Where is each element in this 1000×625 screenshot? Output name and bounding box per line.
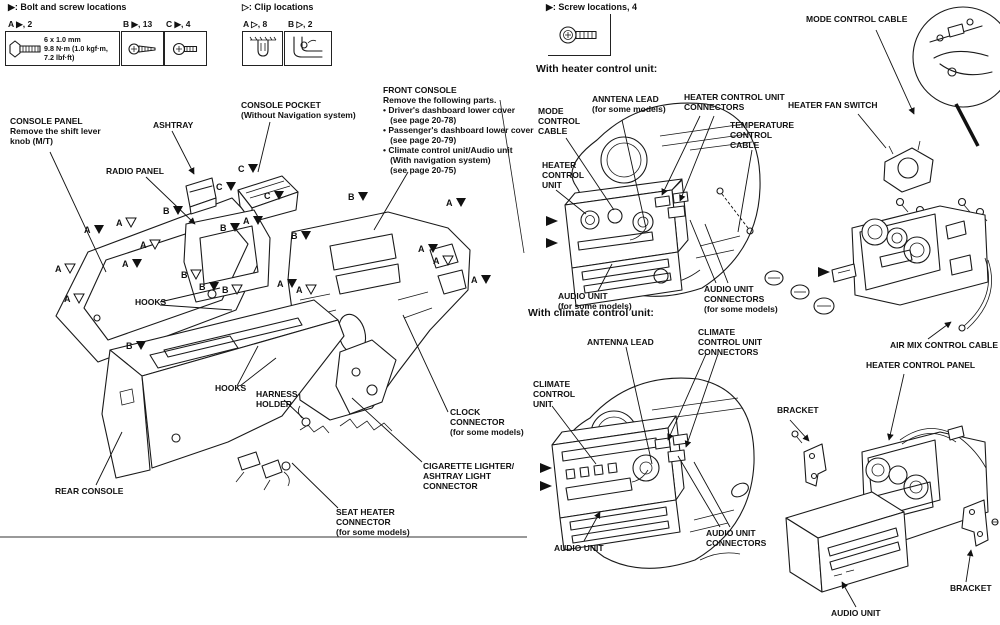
bracket-left-drawing	[791, 430, 827, 487]
svg-text:B: B	[199, 282, 206, 292]
climate-unit-connectors-label: CLIMATE CONTROL UNIT CONNECTORS	[698, 327, 763, 358]
screw-b-legend-box	[121, 31, 164, 66]
climate-control-unit-label: CLIMATE CONTROL UNIT	[533, 379, 576, 410]
audio-unit-climate-label: AUDIO UNIT	[554, 543, 604, 553]
svg-text:B: B	[163, 206, 170, 216]
rear-console-drawing	[101, 299, 345, 479]
heater-control-panel-drawing	[851, 205, 989, 306]
hooks-top-label: HOOKS	[135, 297, 167, 307]
legend-item-b-clip: B ▷, 2	[288, 19, 313, 29]
screw-c-icon	[172, 42, 197, 55]
screw-c-legend-box	[164, 31, 207, 66]
antenna-lead-label: ANTENNA LEAD	[587, 337, 654, 347]
bolt-spec-text: 6 x 1.0 mm 9.8 N·m (1.0 kgf·m, 7.2 lbf·f…	[44, 35, 108, 62]
knob-caps-drawing	[764, 263, 857, 315]
mode-control-cable-top-label: MODE CONTROL CABLE	[806, 14, 908, 24]
heater-section-header: With heater control unit:	[536, 63, 658, 75]
ashtray-drawing	[185, 177, 217, 215]
heater-control-panel-label: HEATER CONTROL PANEL	[866, 360, 976, 370]
svg-text:C: C	[264, 191, 271, 201]
audio-unit-heater-label: AUDIO UNIT (for some models)	[558, 291, 632, 312]
bracket-right-drawing	[961, 499, 999, 547]
mode-cable-inset-drawing	[912, 6, 1000, 147]
leader-lines	[49, 29, 974, 608]
audio-connectors-climate-label: AUDIO UNIT CONNECTORS	[706, 528, 767, 549]
harness-holder-drawing	[298, 405, 311, 427]
seat-heater-connector-drawing	[235, 451, 291, 491]
air-mix-cable-drawing	[958, 257, 992, 332]
radio-panel-label: RADIO PANEL	[106, 166, 164, 176]
svg-text:A: A	[84, 225, 91, 235]
screw-b-icon	[127, 42, 156, 55]
clip-b-legend-box	[284, 31, 332, 66]
svg-text:A: A	[243, 216, 250, 226]
clip-b-icon	[293, 36, 323, 58]
ashtray-label: ASHTRAY	[153, 120, 194, 130]
rear-console-label: REAR CONSOLE	[55, 486, 124, 496]
bracket-left-label: BRACKET	[777, 405, 819, 415]
svg-text:A: A	[140, 240, 147, 250]
svg-text:A: A	[55, 264, 62, 274]
bolt-screw-legend-title: ▶: Bolt and screw locations	[8, 2, 127, 12]
svg-text:C: C	[216, 182, 223, 192]
screw-locations-title: ▶: Screw locations, 4	[546, 2, 637, 12]
svg-text:A: A	[446, 198, 453, 208]
clip-a-legend-box	[242, 31, 283, 66]
svg-text:A: A	[116, 218, 123, 228]
legend-item-a-clip: A ▷, 8	[243, 19, 268, 29]
console-pocket-label: CONSOLE POCKET (Without Navigation syste…	[241, 100, 356, 121]
air-mix-control-cable-label: AIR MIX CONTROL CABLE	[890, 340, 998, 350]
heater-fan-switch-drawing	[883, 140, 988, 222]
svg-text:A: A	[433, 256, 440, 266]
legend-item-a-bolt: A ▶, 2	[8, 19, 33, 29]
screw-location-icon	[559, 25, 597, 44]
svg-text:B: B	[348, 192, 355, 202]
console-panel-label: CONSOLE PANEL Remove the shift lever kno…	[10, 116, 101, 147]
svg-text:B: B	[126, 341, 133, 351]
audio-connectors-heater-label: AUDIO UNIT CONNECTORS (for some models)	[704, 284, 778, 315]
bolt-icon	[9, 39, 41, 58]
climate-control-unit-drawing	[551, 415, 685, 551]
svg-text:A: A	[418, 244, 425, 254]
harness-holder-label: HARNESS HOLDER	[256, 389, 298, 410]
svg-text:A: A	[471, 275, 478, 285]
shifter-bracket-drawing	[299, 339, 397, 434]
clock-connector-label: CLOCK CONNECTOR (for some models)	[450, 407, 524, 438]
heater-control-unit-label: HEATER CONTROL UNIT	[542, 160, 585, 191]
svg-text:A: A	[296, 285, 303, 295]
bolt-legend-box: 6 x 1.0 mm 9.8 N·m (1.0 kgf·m, 7.2 lbf·f…	[5, 31, 120, 66]
anntena-lead-label: ANNTENA LEAD (for some models)	[592, 94, 666, 115]
svg-text:A: A	[64, 294, 71, 304]
climate-connectors-drawing	[631, 433, 749, 561]
screw-locations-box	[548, 14, 611, 56]
climate-section-header: With climate control unit:	[528, 307, 654, 319]
heater-unit-connectors-label: HEATER CONTROL UNIT CONNECTORS	[684, 92, 785, 113]
heater-fan-switch-label: HEATER FAN SWITCH	[788, 100, 878, 110]
legend-item-c-screw: C ▶, 4	[166, 19, 191, 29]
mode-control-cable-side-label: MODE CONTROL CABLE	[538, 106, 581, 137]
cigarette-lighter-label: CIGARETTE LIGHTER/ ASHTRAY LIGHT CONNECT…	[423, 461, 515, 492]
clip-legend-title: ▷: Clip locations	[242, 2, 314, 12]
temperature-control-cable-label: TEMPERATURE CONTROL CABLE	[730, 120, 795, 151]
svg-text:A: A	[277, 279, 284, 289]
seat-heater-connector-label: SEAT HEATER CONNECTOR (for some models)	[336, 507, 410, 538]
front-console-drawing	[287, 99, 525, 421]
legend-item-b-screw: B ▶, 13	[123, 19, 153, 29]
hooks-bottom-label: HOOKS	[215, 383, 247, 393]
audio-unit-bottom-label: AUDIO UNIT	[831, 608, 881, 618]
svg-text:B: B	[222, 285, 229, 295]
svg-text:C: C	[238, 164, 245, 174]
bracket-right-label: BRACKET	[950, 583, 992, 593]
front-console-label: FRONT CONSOLE Remove the following parts…	[383, 85, 534, 176]
svg-text:A: A	[122, 259, 129, 269]
clip-a-icon	[249, 36, 276, 57]
audio-unit-bottom-drawing	[785, 491, 909, 593]
svg-text:B: B	[220, 223, 227, 233]
svg-text:B: B	[291, 231, 298, 241]
svg-text:B: B	[181, 270, 188, 280]
